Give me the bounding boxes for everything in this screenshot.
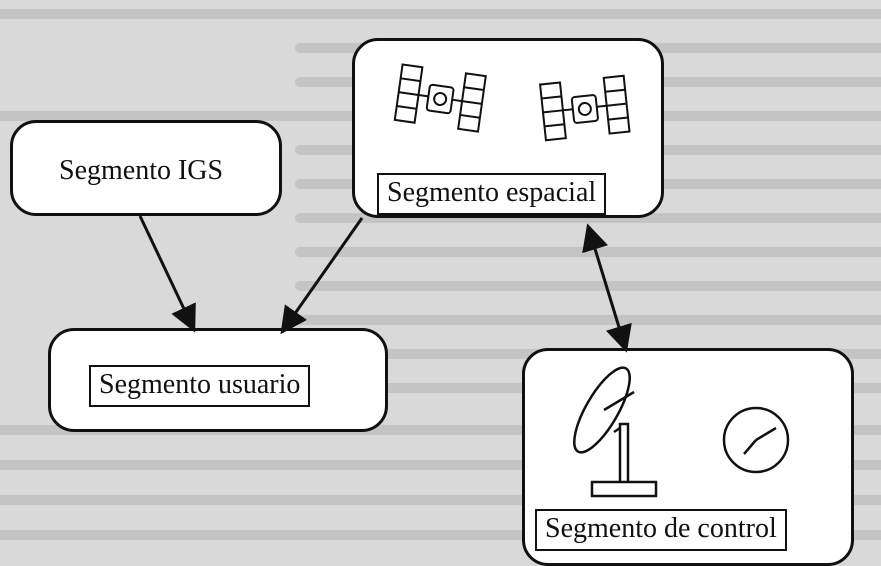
node-segmento-de-control: Segmento de control — [522, 348, 854, 566]
arrow-espacial-control-bidirectional — [582, 223, 632, 353]
satellite-icon — [538, 74, 631, 142]
node-segmento-igs: Segmento IGS — [10, 120, 282, 216]
clock-icon — [722, 406, 790, 474]
arrow-espacial-to-usuario — [280, 217, 364, 335]
node-label-igs: Segmento IGS — [59, 155, 224, 186]
node-label-control: Segmento de control — [535, 509, 787, 551]
node-label-usuario: Segmento usuario — [89, 365, 311, 407]
arrow-igs-to-usuario — [138, 215, 196, 333]
node-label-espacial: Segmento espacial — [377, 173, 607, 215]
node-segmento-usuario: Segmento usuario — [48, 328, 388, 432]
satellite-dish-icon — [573, 366, 658, 498]
satellite-icon — [393, 63, 487, 133]
